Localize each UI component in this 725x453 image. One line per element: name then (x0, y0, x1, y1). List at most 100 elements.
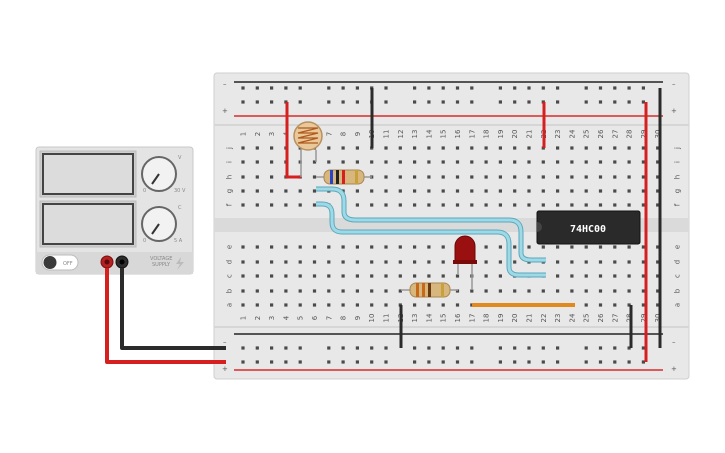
hole-b30[interactable] (656, 289, 660, 293)
hole-b3[interactable] (270, 289, 274, 293)
rail-hole-0-2[interactable] (255, 86, 259, 90)
hole-i7[interactable] (327, 160, 331, 164)
rail-hole-3-25[interactable] (584, 360, 588, 364)
hole-d15[interactable] (441, 260, 445, 264)
hole-e24[interactable] (570, 245, 574, 249)
hole-g22[interactable] (541, 189, 545, 193)
hole-b11[interactable] (384, 289, 388, 293)
rail-hole-2-19[interactable] (498, 346, 502, 350)
hole-h28[interactable] (627, 175, 631, 179)
hole-h19[interactable] (498, 175, 502, 179)
rail-hole-3-23[interactable] (556, 360, 560, 364)
hole-c28[interactable] (627, 274, 631, 278)
hole-e27[interactable] (613, 245, 617, 249)
hole-e2[interactable] (255, 245, 259, 249)
hole-f15[interactable] (441, 203, 445, 207)
hole-e26[interactable] (598, 245, 603, 249)
hole-h30[interactable] (656, 175, 660, 179)
hole-j21[interactable] (527, 146, 531, 150)
hole-e11[interactable] (384, 245, 388, 249)
hole-d8[interactable] (341, 260, 345, 264)
hole-d2[interactable] (255, 260, 259, 264)
hole-h18[interactable] (484, 175, 488, 179)
hole-e18[interactable] (484, 245, 488, 249)
hole-a11[interactable] (384, 303, 388, 307)
hole-h15[interactable] (441, 175, 445, 179)
rail-hole-1-7[interactable] (327, 100, 331, 104)
hole-g20[interactable] (513, 189, 517, 193)
hole-h27[interactable] (613, 175, 617, 179)
hole-b23[interactable] (556, 289, 560, 293)
rail-hole-2-8[interactable] (341, 346, 345, 350)
hole-a29[interactable] (641, 303, 645, 307)
hole-d19[interactable] (498, 260, 502, 264)
hole-i28[interactable] (627, 160, 631, 164)
hole-c26[interactable] (598, 274, 603, 278)
rail-hole-1-25[interactable] (584, 100, 588, 104)
hole-g11[interactable] (384, 189, 388, 193)
hole-e1[interactable] (241, 245, 245, 249)
hole-e29[interactable] (641, 245, 645, 249)
hole-j17[interactable] (470, 146, 474, 150)
resistor-top[interactable] (316, 169, 372, 185)
hole-a26[interactable] (598, 303, 603, 307)
hole-c5[interactable] (298, 274, 302, 278)
hole-g14[interactable] (427, 189, 431, 193)
rail-hole-2-11[interactable] (384, 346, 388, 350)
hole-f16[interactable] (455, 203, 460, 207)
rail-hole-3-14[interactable] (427, 360, 431, 364)
hole-b8[interactable] (341, 289, 345, 293)
hole-a25[interactable] (584, 303, 588, 307)
hole-e22[interactable] (541, 245, 545, 249)
rail-hole-2-27[interactable] (613, 346, 617, 350)
rail-hole-3-29[interactable] (641, 360, 645, 364)
rail-hole-1-28[interactable] (627, 100, 631, 104)
rail-hole-3-3[interactable] (270, 360, 274, 364)
hole-h14[interactable] (427, 175, 431, 179)
hole-b18[interactable] (484, 289, 488, 293)
hole-h1[interactable] (241, 175, 245, 179)
hole-a5[interactable] (298, 303, 302, 307)
hole-f4[interactable] (284, 203, 288, 207)
hole-f13[interactable] (413, 203, 417, 207)
hole-g29[interactable] (641, 189, 645, 193)
hole-c9[interactable] (355, 274, 359, 278)
hole-e15[interactable] (441, 245, 445, 249)
rail-hole-1-20[interactable] (513, 100, 517, 104)
rail-hole-3-27[interactable] (613, 360, 617, 364)
rail-hole-1-3[interactable] (270, 100, 274, 104)
rail-hole-1-16[interactable] (455, 100, 460, 104)
hole-c4[interactable] (284, 274, 288, 278)
hole-c25[interactable] (584, 274, 588, 278)
rail-hole-2-20[interactable] (513, 346, 517, 350)
hole-e30[interactable] (656, 245, 660, 249)
rail-hole-2-26[interactable] (598, 346, 603, 350)
hole-c3[interactable] (270, 274, 274, 278)
rail-hole-0-7[interactable] (327, 86, 331, 90)
hole-h6[interactable] (312, 175, 317, 179)
hole-h13[interactable] (413, 175, 417, 179)
hole-a10[interactable] (370, 303, 374, 307)
wires[interactable] (105, 88, 662, 364)
hole-i11[interactable] (384, 160, 388, 164)
hole-c27[interactable] (613, 274, 617, 278)
hole-c30[interactable] (656, 274, 660, 278)
hole-h23[interactable] (556, 175, 560, 179)
hole-b21[interactable] (527, 289, 531, 293)
hole-d3[interactable] (270, 260, 274, 264)
hole-j26[interactable] (598, 146, 603, 150)
hole-e14[interactable] (427, 245, 431, 249)
hole-d7[interactable] (327, 260, 331, 264)
hole-h24[interactable] (570, 175, 574, 179)
rail-hole-0-20[interactable] (513, 86, 517, 90)
hole-d11[interactable] (384, 260, 388, 264)
hole-c24[interactable] (570, 274, 574, 278)
hole-h2[interactable] (255, 175, 259, 179)
rail-hole-0-21[interactable] (527, 86, 531, 90)
hole-j9[interactable] (355, 146, 359, 150)
hole-i21[interactable] (527, 160, 531, 164)
resistor-bottom[interactable] (401, 282, 458, 298)
rail-hole-3-22[interactable] (541, 360, 545, 364)
hole-i5[interactable] (298, 160, 302, 164)
hole-f14[interactable] (427, 203, 431, 207)
